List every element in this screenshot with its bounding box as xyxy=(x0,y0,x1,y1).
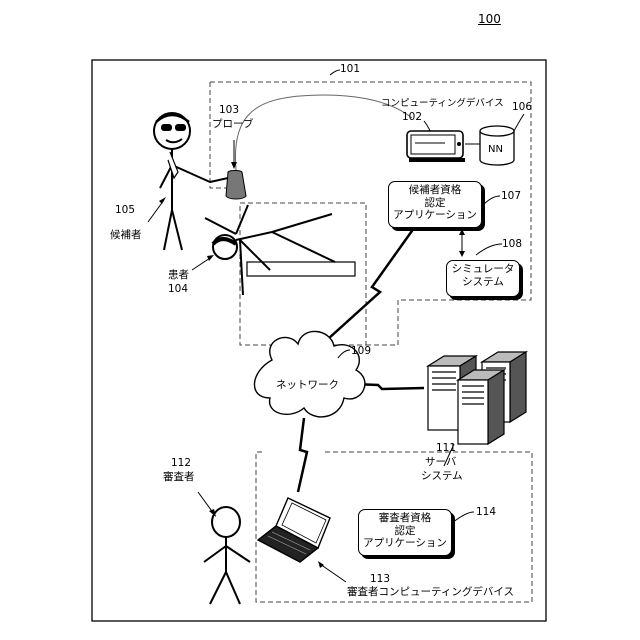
patient-person xyxy=(205,205,355,295)
candidate-app-line2: 認定 xyxy=(389,197,481,210)
label-111: 111 xyxy=(436,442,456,455)
leader-104 xyxy=(192,258,210,270)
label-candidate: 候補者 xyxy=(110,229,142,242)
candidate-app-box: 候補者資格 認定 アプリケーション xyxy=(388,181,482,228)
label-114: 114 xyxy=(476,506,496,519)
region-101-boundary xyxy=(210,82,531,345)
label-103-number: 103 xyxy=(219,104,239,117)
leader-113 xyxy=(320,564,346,582)
label-patient: 患者 xyxy=(168,269,189,282)
reviewer-person xyxy=(204,507,250,604)
arrowhead-down xyxy=(459,251,465,257)
leader-107 xyxy=(483,196,500,205)
arrowhead-104 xyxy=(207,255,214,261)
leader-106 xyxy=(514,114,524,131)
label-101: 101 xyxy=(340,63,360,76)
reviewer-app-box: 審査者資格 認定 アプリケーション xyxy=(358,509,452,556)
label-107: 107 xyxy=(501,190,521,203)
leader-108 xyxy=(476,244,502,255)
label-reviewer: 審査者 xyxy=(163,471,195,484)
label-computing-device: コンピューティングデバイス xyxy=(381,97,504,110)
label-102: 102 xyxy=(402,111,422,124)
reviewer-app-line1: 審査者資格 xyxy=(359,512,451,525)
label-112: 112 xyxy=(171,457,191,470)
label-server-line1: サーバ xyxy=(425,456,456,469)
label-108: 108 xyxy=(502,238,522,251)
label-113: 113 xyxy=(370,573,390,586)
figure-number: 100 xyxy=(478,12,501,26)
label-105: 105 xyxy=(115,204,135,217)
label-109: 109 xyxy=(351,345,371,358)
candidate-app-line1: 候補者資格 xyxy=(389,184,481,197)
network-cloud xyxy=(254,331,364,416)
label-nn: NN xyxy=(488,143,503,156)
probe xyxy=(226,171,246,200)
laptop-icon xyxy=(258,498,330,562)
simulator-line1: シミュレータ xyxy=(447,263,519,276)
label-104: 104 xyxy=(168,283,188,296)
reviewer-app-line3: アプリケーション xyxy=(359,537,451,550)
leader-114 xyxy=(452,512,474,523)
arrowhead-105 xyxy=(159,197,166,204)
reviewer-app-line2: 認定 xyxy=(359,525,451,538)
simulator-box: シミュレータ システム xyxy=(446,260,520,297)
server-system-icon xyxy=(428,352,526,444)
candidate-person xyxy=(154,113,228,250)
arrowhead-113 xyxy=(318,561,324,568)
arrowhead-up xyxy=(459,229,465,235)
leader-101 xyxy=(330,70,340,75)
label-reviewer-device: 審査者コンピューティングデバイス xyxy=(347,586,514,599)
lightning-link-network-laptop xyxy=(298,418,307,492)
simulator-line2: システム xyxy=(447,276,519,289)
candidate-app-line3: アプリケーション xyxy=(389,209,481,222)
label-probe: プローブ xyxy=(212,118,253,131)
computing-device-icon xyxy=(407,131,465,162)
label-network: ネットワーク xyxy=(276,379,339,392)
leader-102 xyxy=(424,121,430,131)
label-106: 106 xyxy=(512,101,532,114)
label-server-line2: システム xyxy=(421,470,463,483)
